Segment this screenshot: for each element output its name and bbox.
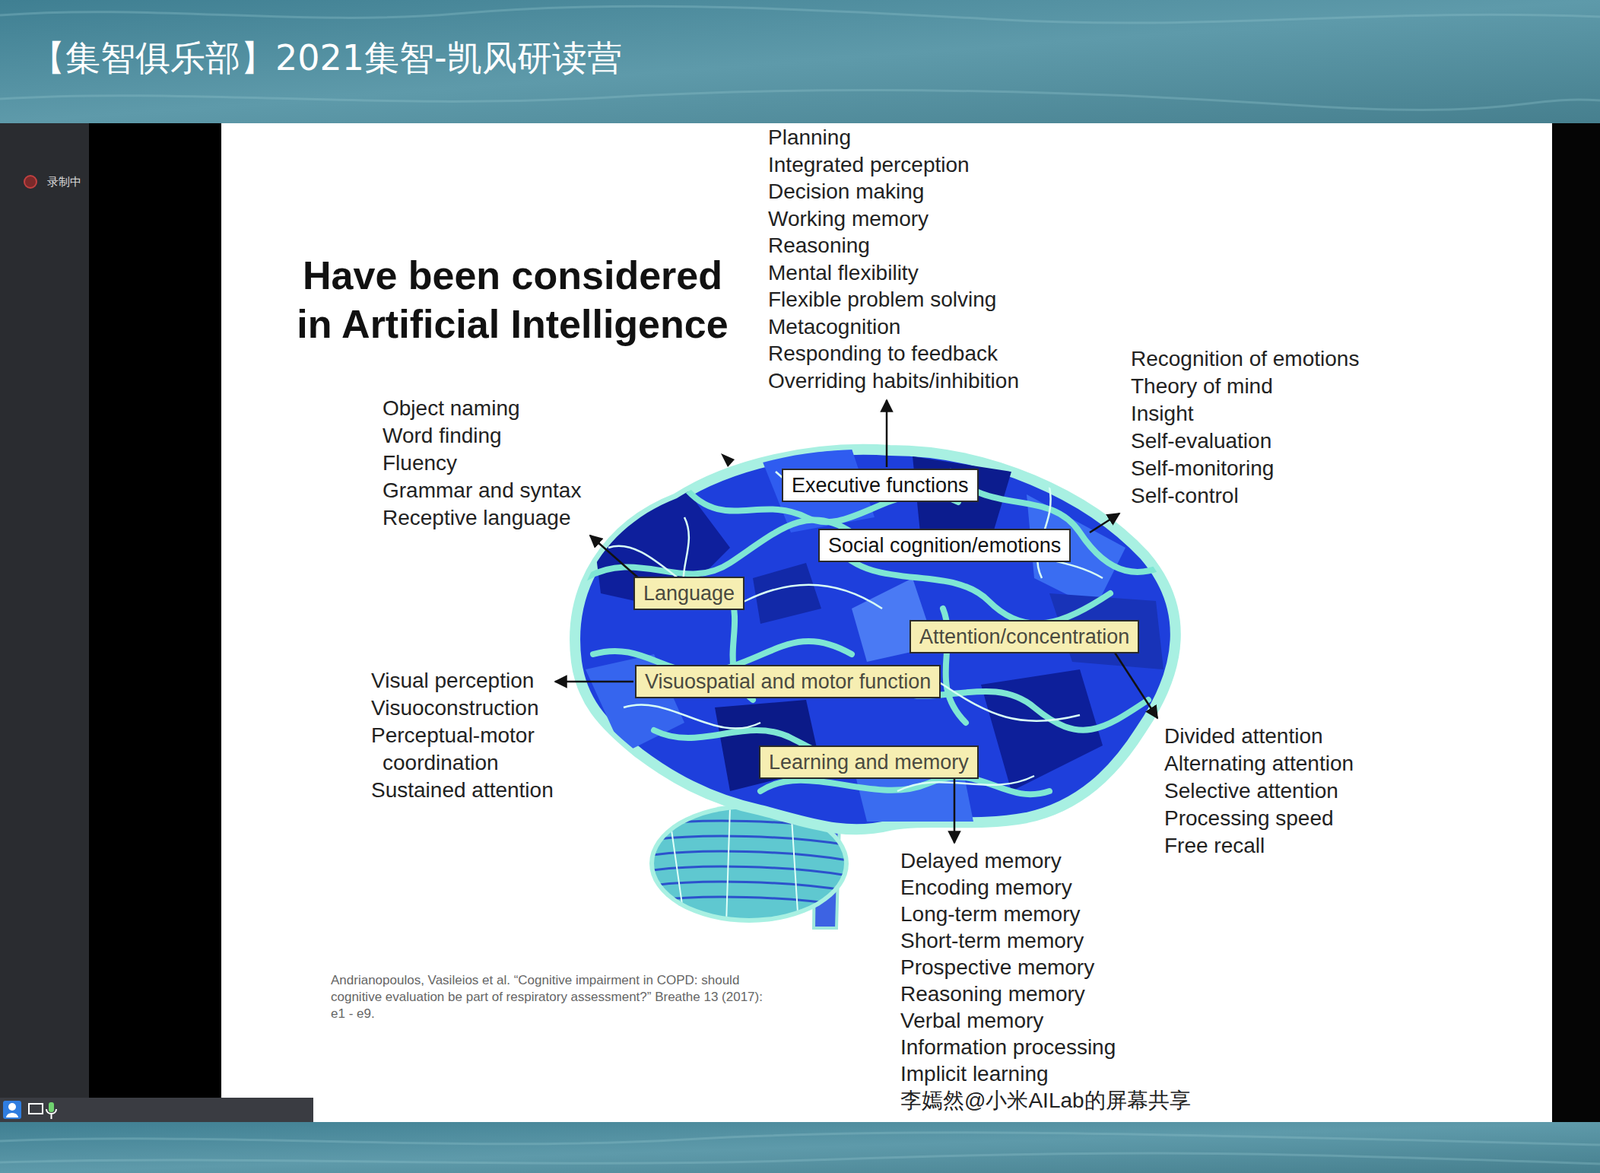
memory-item: Information processing (900, 1033, 1116, 1061)
banner-title: 【集智俱乐部】2021集智-凯风研读营 (30, 34, 623, 81)
function-box: Language (633, 576, 745, 610)
mic-icon (48, 1101, 54, 1112)
recording-dot (24, 175, 37, 188)
screen-icon (28, 1103, 43, 1114)
memory-item: 李嫣然@小米AILab的屏幕共享 (900, 1086, 1191, 1114)
memory-item: Delayed memory (900, 847, 1062, 874)
side-panel (0, 123, 89, 1122)
function-box: Attention/concentration (909, 619, 1140, 654)
recording-status: 录制中 (47, 174, 82, 190)
box-label: Visuospatial and motor function (644, 668, 931, 695)
executive-item: Decision making (768, 177, 924, 206)
executive-item: Overriding habits/inhibition (768, 367, 1020, 395)
attention-item: Alternating attention (1164, 749, 1354, 778)
language-item: Receptive language (382, 504, 572, 532)
social-item: Self-control (1130, 482, 1239, 510)
executive-item: Flexible problem solving (768, 285, 997, 314)
memory-item: Short-term memory (900, 926, 1084, 954)
wave-texture (0, 6, 1600, 1164)
brain-illustration (574, 448, 1176, 928)
memory-item: Encoding memory (900, 873, 1073, 901)
function-box: Executive functions (781, 468, 979, 502)
executive-item: Integrated perception (768, 151, 970, 179)
top-banner (0, 0, 1600, 124)
language-item: Word finding (382, 422, 502, 450)
visuospatial-item: Perceptual-motor coordination (371, 721, 582, 777)
social-item: Self-monitoring (1130, 454, 1274, 483)
function-box: Learning and memory (758, 745, 979, 779)
box-label: Language (643, 580, 735, 607)
box-label: Executive functions (791, 472, 969, 499)
executive-item: Reasoning (768, 231, 870, 260)
executive-item: Metacognition (768, 313, 901, 341)
video-gutter (1552, 123, 1600, 1122)
attention-item: Divided attention (1164, 722, 1324, 750)
social-item: Insight (1130, 400, 1194, 428)
language-item: Fluency (382, 449, 458, 477)
memory-item: Prospective memory (900, 953, 1095, 981)
citation: Andrianopoulos, Vasileios et al. “Cognit… (330, 971, 776, 1023)
visuospatial-item: Sustained attention (371, 776, 582, 804)
mic-icon (46, 1108, 57, 1119)
box-label: Learning and memory (768, 749, 969, 775)
executive-item: Working memory (768, 205, 929, 233)
video-gutter (88, 123, 222, 1122)
attention-item: Selective attention (1164, 777, 1339, 805)
executive-item: Mental flexibility (768, 259, 919, 287)
share-tag-bg (0, 1097, 314, 1122)
bottom-banner (0, 1121, 1600, 1173)
attention-item: Processing speed (1164, 804, 1334, 832)
memory-item: Long-term memory (900, 900, 1081, 927)
memory-item: Implicit learning (900, 1060, 1049, 1087)
user-icon (6, 1112, 19, 1118)
executive-item: Responding to feedback (768, 339, 998, 368)
slide (221, 123, 1553, 1122)
box-label: Attention/concentration (919, 623, 1130, 650)
visuospatial-item: Visuoconstruction (371, 694, 582, 722)
visuospatial-item: Visual perception (371, 666, 582, 695)
memory-item: Reasoning memory (900, 980, 1086, 1007)
user-icon (8, 1102, 16, 1111)
box-label: Social cognition/emotions (828, 532, 1061, 559)
language-item: Object naming (382, 394, 521, 423)
slide-title: Have been considered in Artificial Intel… (284, 250, 741, 349)
executive-item: Planning (768, 123, 851, 152)
social-item: Self-evaluation (1130, 427, 1272, 455)
language-item: Grammar and syntax (382, 476, 581, 505)
function-box: Social cognition/emotions (818, 528, 1071, 562)
user-icon (3, 1100, 22, 1119)
memory-item: Verbal memory (900, 1006, 1044, 1034)
attention-item: Free recall (1164, 831, 1265, 860)
social-item: Theory of mind (1130, 372, 1274, 400)
social-item: Recognition of emotions (1130, 345, 1359, 373)
function-box: Visuospatial and motor function (634, 664, 941, 699)
leader-arrows (555, 400, 1158, 843)
